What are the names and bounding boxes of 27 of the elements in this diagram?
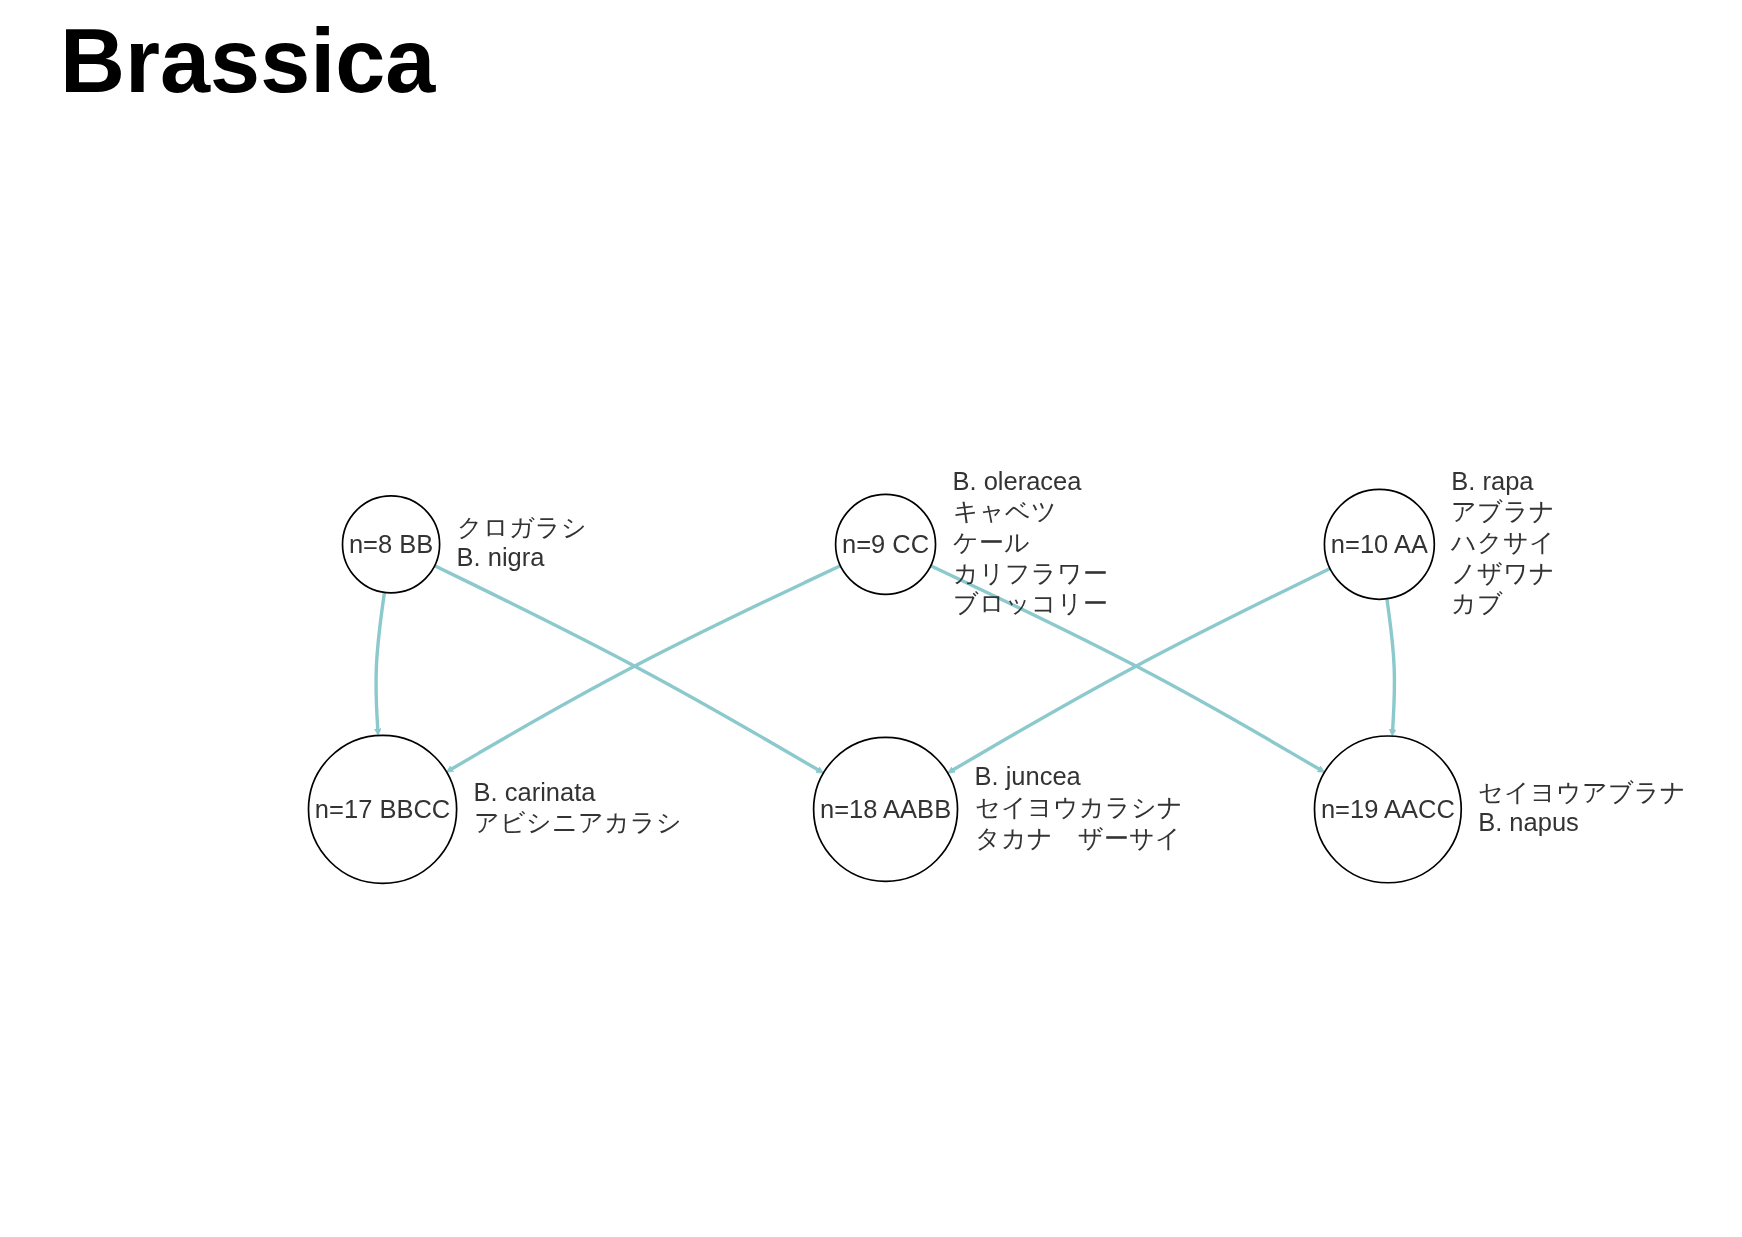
node-caption: B. nigra (456, 543, 545, 572)
node-caption: ハクサイ (1451, 528, 1556, 557)
node-caption: タカナ ザーサイ (974, 823, 1181, 852)
node-caption: B. napus (1478, 808, 1579, 837)
node-caption: クロガラシ (456, 512, 587, 541)
node-caption: ノザワナ (1451, 558, 1556, 587)
diagram-title: Brassica (60, 10, 436, 113)
node-caption: アビシニアカラシ (473, 808, 682, 837)
node-circle: n=19 AACC (1313, 735, 1463, 884)
node-circle: n=18 AABB (812, 736, 959, 883)
node-caption: アブラナ (1451, 497, 1556, 526)
arrow (1385, 598, 1397, 737)
node-circle: n=8 BB (341, 494, 441, 594)
node-caption: B. juncea (974, 762, 1081, 791)
node-caption: カリフラワー (952, 558, 1108, 587)
node-caption: B. carinata (473, 777, 596, 806)
node-caption: キャベツ (952, 497, 1057, 526)
node-circle: n=10 AA (1323, 488, 1436, 601)
node-circle: n=17 BBCC (307, 734, 458, 885)
node-caption: B. rapa (1451, 466, 1534, 495)
node-caption: セイヨウカラシナ (974, 793, 1183, 822)
node-caption: カブ (1451, 589, 1504, 618)
node-caption: セイヨウアブラナ (1478, 777, 1687, 806)
node-caption: B. oleracea (952, 466, 1082, 495)
node-caption: ケール (952, 528, 1030, 557)
arrow (374, 592, 387, 736)
node-circle: n=9 CC (834, 493, 937, 596)
